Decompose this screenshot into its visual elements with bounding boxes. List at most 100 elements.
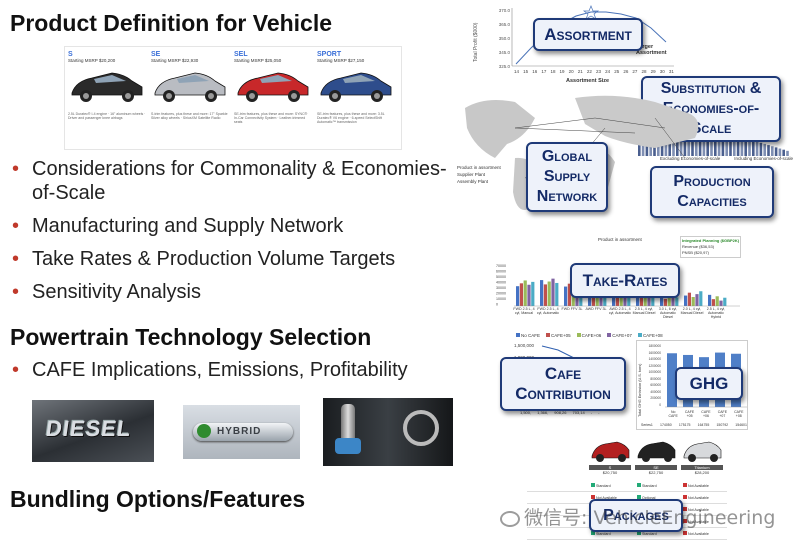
take-rate-bar xyxy=(675,297,679,306)
substitution-bar xyxy=(782,149,785,156)
assortment-xlabel: Assortment Size xyxy=(566,78,610,84)
ytick: 325.0 xyxy=(498,64,510,69)
hybrid-photo: HYBRID xyxy=(183,405,300,459)
ytick: 70000 xyxy=(496,264,506,268)
substitution-bar xyxy=(714,129,717,156)
legend-item: CAFE+06 xyxy=(576,333,601,338)
xtick: 31 xyxy=(668,69,674,74)
take-rate-bar xyxy=(715,296,719,306)
ytick: 370.0 xyxy=(498,8,510,13)
xtick: 15 xyxy=(523,69,529,74)
take-rate-category: FWD 2.5 L, 4 cyl, Manual xyxy=(513,307,535,316)
take-rate-bar xyxy=(639,292,643,306)
xtick: 14 xyxy=(514,69,520,74)
xtick: 30 xyxy=(659,69,665,74)
take-rate-category: 3.0 L, 6 cyl, Automatic Diesel xyxy=(658,307,678,320)
ghg-category: CAFE +07 xyxy=(717,410,728,418)
ytick: 1200000 xyxy=(648,363,661,368)
take-rate-bar xyxy=(647,293,651,306)
substitution-bar xyxy=(786,150,789,156)
ytick: 0 xyxy=(496,303,498,307)
ytick: 1800000 xyxy=(648,344,661,348)
ytick: 10000 xyxy=(496,297,506,301)
substitution-bar xyxy=(771,146,774,156)
package-car-price: $22,750 xyxy=(648,470,664,475)
substitution-bar xyxy=(725,132,728,156)
take-rate-bar xyxy=(564,286,568,306)
trim-description: SE-trim features, plus these and more: S… xyxy=(234,112,308,124)
optimum-star-icon xyxy=(582,5,600,20)
xtick: 26 xyxy=(623,69,629,74)
ytick: 50000 xyxy=(496,275,506,279)
ytick: 60000 xyxy=(496,270,506,274)
trim-description: SE-trim features, plus these and more: 3… xyxy=(317,112,385,124)
label-take-rates: Take-Rates xyxy=(570,263,680,298)
take-rate-bar xyxy=(708,294,712,306)
take-rate-category: AWD 2.5 L, 4 cyl, Automatic xyxy=(608,307,632,316)
diesel-photo: DIESEL xyxy=(32,400,154,462)
ytick: 365.0 xyxy=(498,22,510,27)
take-rate-bar xyxy=(551,278,555,306)
take-rate-bar xyxy=(527,284,531,306)
powertrain-bullets: •CAFE Implications, Emissions, Profitabi… xyxy=(10,358,460,391)
ytick: 20000 xyxy=(496,292,506,296)
production-legend-box: Integrated Planning ($GBP2K) Revenue ($3… xyxy=(680,236,742,258)
xtick: 16 xyxy=(532,69,538,74)
take-rate-bar xyxy=(691,297,695,306)
package-status: Optional xyxy=(637,495,679,500)
take-rate-bar xyxy=(684,295,688,306)
bullet-sensitivity: •Sensitivity Analysis xyxy=(12,281,201,303)
package-status: Not Available xyxy=(683,483,725,488)
take-rate-category: FWD 2.5 L, 4 cyl, Automatic xyxy=(536,307,560,316)
package-status: Standard xyxy=(637,483,679,488)
substitution-bar xyxy=(759,142,763,156)
xtick: 17 xyxy=(541,69,547,74)
take-rate-category: FWD FFV 3L xyxy=(561,307,583,311)
xtick: 19 xyxy=(559,69,565,74)
package-car-price: $28,200 xyxy=(694,470,710,475)
ghg-category: CAFE +05 xyxy=(684,410,695,418)
xtick: 24 xyxy=(605,69,611,74)
bullet-commonality: •Considerations for Commonality & Econom… xyxy=(12,158,447,204)
watermark: 微信号: VehicleEngineering xyxy=(500,503,775,530)
ytick: 200000 xyxy=(650,396,661,400)
trim-name: SEL xyxy=(234,51,248,58)
xtick: 28 xyxy=(641,69,647,74)
take-rate-bar xyxy=(687,292,691,306)
take-rate-bar xyxy=(523,280,527,306)
xtick: 20 xyxy=(568,69,574,74)
bullet-take-rates: •Take Rates & Production Volume Targets xyxy=(12,248,396,270)
take-rate-bar xyxy=(547,281,551,306)
production-legend: Product in assortment xyxy=(598,237,642,242)
ytick: 1600000 xyxy=(648,350,661,355)
package-status: Standard xyxy=(637,531,679,536)
label-cafe: Cafe Contribution xyxy=(500,357,626,411)
package-car-price: $20,750 xyxy=(602,470,618,475)
substitution-bar xyxy=(736,135,740,156)
ytick: 40000 xyxy=(496,281,506,285)
take-rate-bar xyxy=(651,290,655,306)
legend-item: CAFE+07 xyxy=(607,333,632,338)
take-rate-bar xyxy=(711,299,715,306)
trim-name: S xyxy=(68,51,73,58)
label-packages: Packages xyxy=(589,499,683,532)
take-rate-category: 2.0 L, 4 cyl, Manual Diesel xyxy=(680,307,704,316)
package-status: Standard xyxy=(591,531,633,536)
substitution-bar xyxy=(767,145,770,156)
label-ghg: GHG xyxy=(675,367,743,400)
hybrid-badge-text: HYBRID xyxy=(217,426,262,437)
xtick: 27 xyxy=(632,69,638,74)
package-status: Not Available xyxy=(591,495,633,500)
ghg-category: CAFE +06 xyxy=(701,410,711,418)
take-rate-bar xyxy=(663,298,667,306)
title-powertrain: Powertrain Technology Selection xyxy=(10,324,372,350)
substitution-bar xyxy=(755,141,759,156)
assortment-ylabel: Total Profit ($000) xyxy=(473,22,479,62)
package-car-2: Titanium$28,200 xyxy=(681,436,723,475)
take-rate-bar xyxy=(667,295,671,306)
label-production: Production Capacities xyxy=(650,166,774,218)
